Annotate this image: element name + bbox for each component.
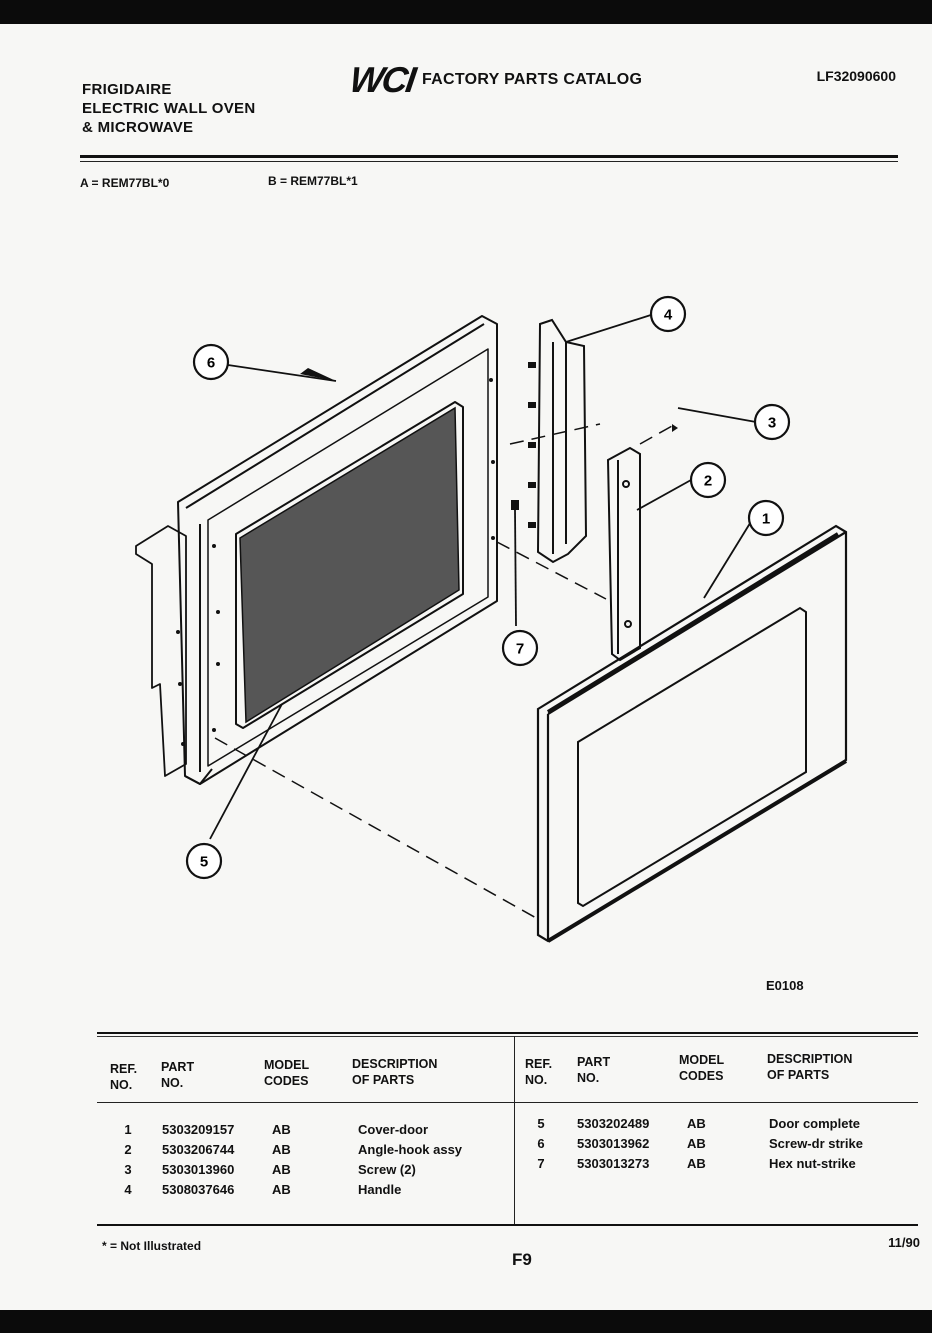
- exploded-parts-diagram: 1 2 3 4 5 6 7: [135, 295, 848, 943]
- row-ref: 1: [124, 1122, 132, 1137]
- frame-holes: [176, 378, 495, 746]
- hex-nut-drawing: [511, 500, 519, 510]
- header-rule-thin: [80, 161, 898, 162]
- table-rule-header: [97, 1102, 918, 1103]
- row-desc: Hex nut-strike: [769, 1156, 856, 1171]
- window-mesh: [239, 406, 460, 724]
- brand-block: FRIGIDAIRE ELECTRIC WALL OVEN & MICROWAV…: [82, 80, 255, 137]
- brand-line-3: & MICROWAVE: [82, 119, 194, 136]
- screw-drawing: [672, 424, 678, 432]
- callout-label-6: 6: [207, 355, 215, 372]
- row-desc: Door complete: [769, 1116, 861, 1131]
- model-code-a: A = REM77BL*0: [80, 176, 170, 190]
- row-codes: AB: [272, 1142, 291, 1157]
- table-rule-top-thin: [97, 1036, 918, 1037]
- leader-lines: [209, 313, 757, 840]
- catalog-header: WCI FACTORY PARTS CATALOG: [347, 59, 643, 100]
- catalog-date: 11/90: [888, 1235, 920, 1250]
- row-ref: 7: [537, 1156, 545, 1171]
- callout-1: 1: [747, 499, 785, 537]
- row-codes: AB: [687, 1136, 706, 1151]
- callout-label-1: 1: [762, 511, 770, 528]
- callout-label-3: 3: [768, 415, 776, 432]
- brand-line-2: ELECTRIC WALL OVEN: [82, 100, 256, 117]
- handle-pins: [528, 362, 536, 528]
- arrow-head-6: [300, 368, 336, 381]
- row-codes: AB: [687, 1156, 706, 1171]
- row-ref: 4: [124, 1182, 132, 1197]
- row-part: 5303209157: [162, 1122, 235, 1137]
- table-rule-top: [97, 1032, 918, 1034]
- figure-code: E0108: [766, 978, 804, 993]
- header-rule: [80, 155, 898, 158]
- row-codes: AB: [687, 1116, 706, 1131]
- row-part: 5303013960: [162, 1162, 235, 1177]
- row-codes: AB: [272, 1182, 291, 1197]
- callout-label-4: 4: [664, 307, 673, 324]
- row-codes: AB: [272, 1162, 291, 1177]
- catalog-title: FACTORY PARTS CATALOG: [421, 71, 643, 88]
- handle-drawing: [536, 318, 588, 564]
- header-ref-right: REF.NO.: [525, 1057, 553, 1087]
- page-number: F9: [512, 1250, 532, 1269]
- callout-6: 6: [192, 343, 230, 381]
- brand-line-1: FRIGIDAIRE: [82, 81, 172, 98]
- row-ref: 3: [124, 1162, 132, 1177]
- callout-4: 4: [649, 295, 687, 333]
- angle-hook-drawing: [606, 446, 641, 662]
- row-part: 5303206744: [162, 1142, 235, 1157]
- catalog-id: LF32090600: [816, 68, 896, 84]
- header-ref-left: REF.NO.: [110, 1062, 138, 1092]
- row-desc: Cover-door: [358, 1122, 429, 1137]
- callout-label-7: 7: [516, 641, 524, 658]
- callout-7: 7: [501, 629, 539, 667]
- row-codes: AB: [272, 1122, 291, 1137]
- row-part: 5303202489: [577, 1116, 650, 1131]
- row-desc: Angle-hook assy: [358, 1142, 463, 1157]
- callout-label-5: 5: [200, 854, 208, 871]
- callout-2: 2: [689, 461, 727, 499]
- row-desc: Screw (2): [358, 1162, 416, 1177]
- model-code-b: B = REM77BL*1: [268, 174, 358, 188]
- footnote-not-illustrated: * = Not Illustrated: [102, 1239, 202, 1253]
- row-ref: 6: [537, 1136, 545, 1151]
- door-frame-drawing: [135, 315, 498, 785]
- row-part: 5303013273: [577, 1156, 650, 1171]
- row-part: 5308037646: [162, 1182, 235, 1197]
- row-desc: Screw-dr strike: [769, 1136, 863, 1151]
- table-rule-bottom: [97, 1224, 918, 1226]
- row-ref: 2: [124, 1142, 132, 1157]
- row-ref: 5: [537, 1116, 545, 1131]
- row-part: 5303013962: [577, 1136, 650, 1151]
- assembly-lines: [214, 423, 673, 920]
- table-column-divider: [514, 1036, 515, 1224]
- catalog-page: FRIGIDAIRE ELECTRIC WALL OVEN & MICROWAV…: [0, 24, 932, 1310]
- callout-label-2: 2: [704, 473, 712, 490]
- callout-5: 5: [185, 842, 223, 880]
- row-desc: Handle: [358, 1182, 402, 1197]
- callout-3: 3: [753, 403, 791, 441]
- door-panel-edges: [546, 532, 848, 943]
